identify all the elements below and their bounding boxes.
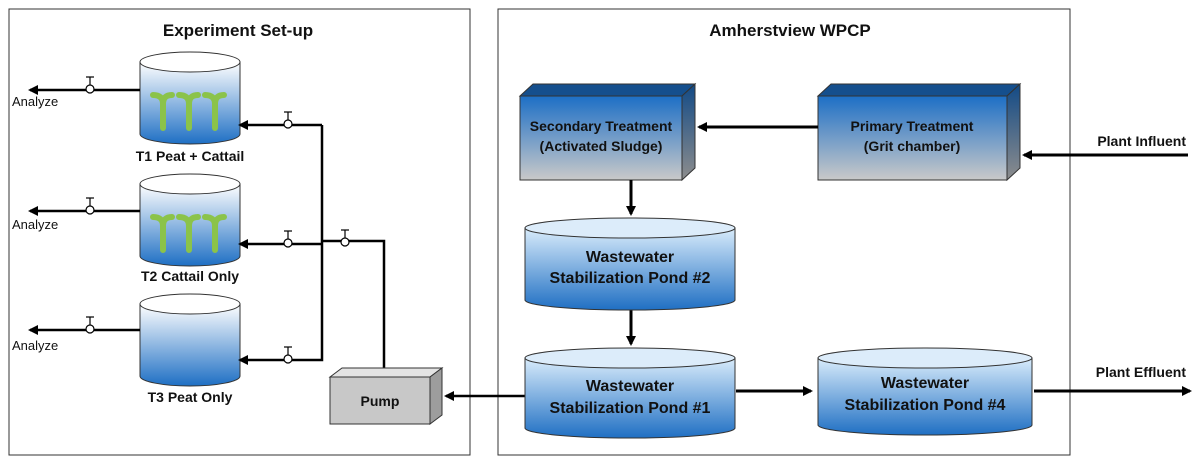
pond-1-line2: Stabilization Pond #1: [550, 400, 711, 417]
pond-1: [524, 347, 736, 439]
tank-t2: [139, 173, 241, 267]
valve-icon: [85, 316, 95, 334]
pond-4-line2: Stabilization Pond #4: [845, 397, 1006, 414]
tank-t1-label: T1 Peat + Cattail: [136, 148, 245, 164]
primary-treatment-line2: (Grit chamber): [864, 138, 960, 154]
secondary-treatment-line2: (Activated Sludge): [540, 138, 663, 154]
tank-t3-label: T3 Peat Only: [148, 389, 233, 405]
tank-t3: [139, 293, 241, 387]
primary-treatment-box: [816, 82, 1022, 182]
cattail-plant-icon: [150, 92, 227, 131]
pond-4: [817, 347, 1033, 436]
primary-treatment-line1: Primary Treatment: [851, 118, 974, 134]
pond-1-line1: Wastewater: [586, 378, 674, 395]
pond-2-line2: Stabilization Pond #2: [550, 270, 711, 287]
pump-box: [328, 367, 444, 425]
pond-2-line1: Wastewater: [586, 249, 674, 266]
secondary-treatment-box: [518, 82, 697, 182]
analyze-label-t3: Analyze: [12, 338, 58, 353]
analyze-label-t2: Analyze: [12, 217, 58, 232]
valve-icon: [283, 230, 293, 248]
tank-t1: [139, 51, 241, 145]
pump-label: Pump: [361, 393, 400, 409]
valve-icon: [283, 111, 293, 129]
pond-4-line1: Wastewater: [881, 375, 969, 392]
experiment-panel: [8, 8, 471, 456]
inlet-piping: [238, 120, 386, 370]
valve-icon: [340, 229, 350, 247]
valve-icon: [85, 76, 95, 94]
effluent-label: Plant Effluent: [1096, 364, 1187, 380]
secondary-treatment-line1: Secondary Treatment: [530, 118, 673, 134]
influent-label: Plant Influent: [1097, 133, 1186, 149]
pond-2: [524, 217, 736, 311]
tank-t2-label: T2 Cattail Only: [141, 268, 239, 284]
cattail-plant-icon: [150, 214, 227, 253]
experiment-panel-title: Experiment Set-up: [163, 21, 313, 40]
plant-panel-title: Amherstview WPCP: [709, 21, 871, 40]
analyze-label-t1: Analyze: [12, 94, 58, 109]
plant-panel: [497, 8, 1071, 456]
valve-icon: [85, 197, 95, 215]
valve-icon: [283, 346, 293, 364]
